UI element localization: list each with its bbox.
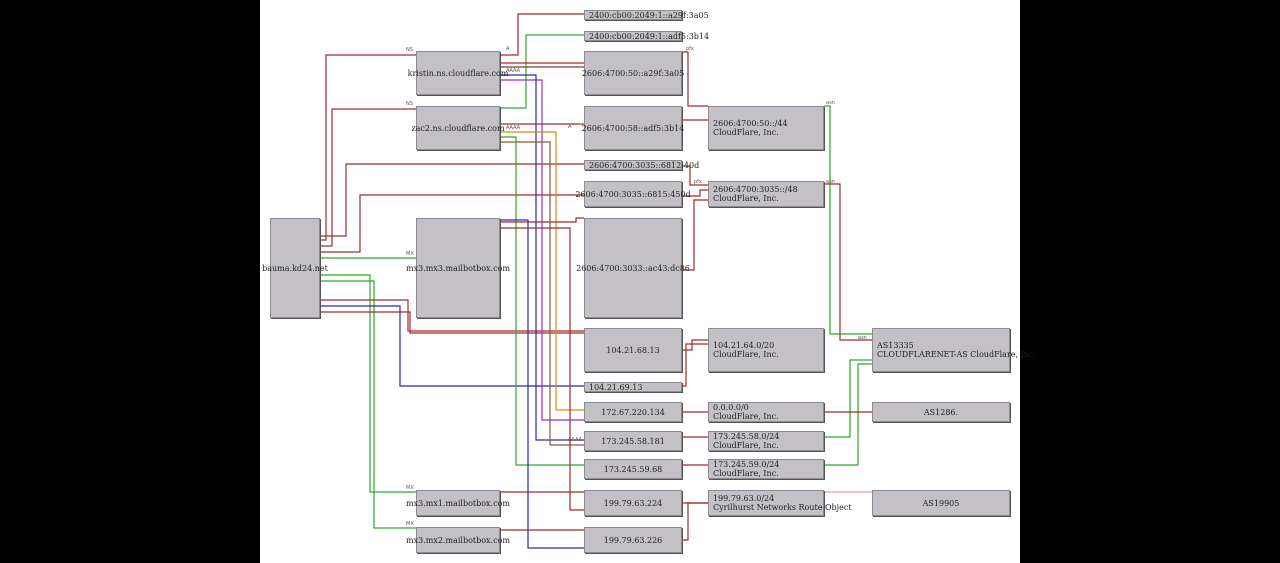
node-pfx-199[interactable]: 199.79.63.0/24 Cyrilhurst Networks Route…: [708, 490, 852, 516]
edge-pfx3035-ascf: [824, 183, 872, 341]
node-ip4-b[interactable]: 104.21.69.13: [584, 382, 682, 392]
edge-domain-ns1: [320, 54, 416, 241]
pfx-17359-owner: CloudFlare, Inc.: [713, 469, 779, 478]
as-cf-name: CLOUDFLARENET-AS CloudFlare, Inc.: [877, 350, 1036, 359]
edge-label-mx3: MX: [406, 251, 414, 257]
edge-mx3-red: [500, 227, 584, 511]
node-ip6-mx[interactable]: 2606:4700:3033::ac43:dc86: [576, 218, 690, 318]
edge-layer: NS NS MX MX MX A AAAA AAAA A AAAA pfx pf…: [320, 13, 872, 549]
edge-label-asn1: asn: [826, 100, 835, 106]
node-as-cloudflare[interactable]: AS13335 CLOUDFLARENET-AS CloudFlare, Inc…: [872, 328, 1036, 372]
edge-label-aaaa2: AAAA: [506, 125, 521, 131]
node-ip4-e[interactable]: 173.245.59.68: [584, 459, 682, 479]
edge-ns2-green: [500, 136, 584, 466]
edge-domain-mx1: [320, 274, 416, 493]
node-mx-mx2[interactable]: mx3.mx2.mailbotbox.com: [406, 527, 510, 553]
pfx-3035-range: 2606:4700:3035::/48: [713, 185, 798, 194]
node-mx-mx1[interactable]: mx3.mx1.mailbotbox.com: [406, 490, 510, 516]
pfx-17358-range: 173.245.58.0/24: [713, 432, 780, 441]
edge-pfx17359-ascf: [824, 363, 872, 466]
as-cf-number: AS13335: [877, 341, 914, 350]
node-ip6-ns2[interactable]: 2606:4700:58::adf5:3b14: [582, 106, 684, 150]
pfx-104-range: 104.21.64.0/20: [713, 341, 775, 350]
node-pfx-3035[interactable]: 2606:4700:3035::/48 CloudFlare, Inc.: [708, 181, 824, 207]
node-ip4-g[interactable]: 199.79.63.226: [584, 527, 682, 553]
edge-domain-mx2: [320, 280, 416, 529]
edge-ip4b-pfx104: [682, 343, 708, 387]
edge-ip6a2-pfx3035: [682, 189, 708, 197]
pfx-17358-owner: CloudFlare, Inc.: [713, 441, 779, 450]
edge-label-pfx1: pfx: [686, 46, 694, 52]
edge-label-asn3: asn: [858, 335, 867, 341]
node-ns2[interactable]: zac2.ns.cloudflare.com: [411, 106, 505, 150]
edge-label-ns2: NS: [406, 101, 413, 107]
node-ip4-f[interactable]: 199.79.63.224: [584, 490, 682, 516]
node-ip6-a1[interactable]: 2606:4700:3035::6812:40d: [584, 160, 699, 170]
edge-ns1-blue: [500, 74, 584, 441]
edge-label-pfx2: pfx: [694, 179, 702, 185]
node-ip4-d[interactable]: 173.245.58.181: [584, 431, 682, 451]
diagram-canvas: NS NS MX MX MX A AAAA AAAA A AAAA pfx pf…: [260, 0, 1036, 563]
pfx-17359-range: 173.245.59.0/24: [713, 460, 780, 469]
edge-domain-ip6a2: [320, 194, 584, 253]
edge-ns2-brown: [500, 141, 584, 446]
pfx-199-range: 199.79.63.0/24: [713, 494, 775, 503]
node-ip6-top1[interactable]: 2400:cb00:2049:1::a29f:3a05: [584, 10, 709, 20]
edge-label-a2: A: [568, 124, 572, 130]
node-as-other[interactable]: AS1286.: [872, 402, 1010, 422]
edge-label-mx1: MX: [406, 485, 414, 491]
edge-ip4a-pfx104: [682, 339, 708, 351]
edge-ip6mx-pfx3035: [682, 199, 708, 271]
pfx-50-range: 2606:4700:50::/44: [713, 119, 788, 128]
node-pfx-104[interactable]: 104.21.64.0/20 CloudFlare, Inc.: [708, 328, 824, 372]
node-pfx-0[interactable]: 0.0.0.0/0 CloudFlare, Inc.: [708, 402, 824, 422]
edge-domain-ip4b: [320, 305, 584, 387]
node-ns1[interactable]: kristin.ns.cloudflare.com: [408, 51, 508, 95]
edge-pfx17358-ascf: [824, 359, 872, 438]
node-ip6-a2[interactable]: 2606:4700:3035::6815:450d: [575, 181, 691, 207]
pfx-0-owner: CloudFlare, Inc.: [713, 412, 779, 421]
edge-label-mx2: MX: [406, 521, 414, 527]
edge-ns1-purple: [500, 79, 584, 421]
node-ip4-c[interactable]: 172.67.220.134: [584, 402, 682, 422]
pfx-104-owner: CloudFlare, Inc.: [713, 350, 779, 359]
node-domain[interactable]: bauma.kd24.net: [262, 218, 328, 318]
node-pfx-50[interactable]: 2606:4700:50::/44 CloudFlare, Inc.: [708, 106, 824, 150]
node-ip4-a[interactable]: 104.21.68.13: [584, 328, 682, 372]
edge-pfx50-ascf: [824, 105, 872, 335]
edge-ip6a1-pfx3035: [682, 165, 708, 186]
node-ip6-top2[interactable]: 2400:cb00:2049:1::adf5:3b14: [584, 31, 709, 41]
edge-label-ns1: NS: [406, 47, 413, 53]
edge-ip4g-pfx199: [682, 502, 708, 541]
edge-mx3-ip6: [500, 217, 584, 223]
edge-label-a1: A: [506, 46, 510, 52]
node-as-199[interactable]: AS19905: [872, 490, 1010, 516]
node-pfx-17358[interactable]: 173.245.58.0/24 CloudFlare, Inc.: [708, 431, 824, 451]
node-ip6-ns1[interactable]: 2606:4700:50::a29f:3a05: [582, 51, 684, 95]
pfx-0-range: 0.0.0.0/0: [713, 403, 749, 412]
edge-label-aaaa3: AAAA: [568, 437, 583, 443]
edge-ip6ns1-pfx50: [682, 51, 708, 107]
edge-domain-red-ip4a: [320, 311, 584, 334]
pfx-199-owner: Cyrilhurst Networks Route Object: [713, 503, 852, 512]
edge-label-asn2: asn: [826, 179, 835, 185]
edge-ns1-ip6top1: [500, 13, 584, 56]
pfx-3035-owner: CloudFlare, Inc.: [713, 194, 779, 203]
edge-domain-ip6a1: [320, 163, 584, 237]
pfx-50-owner: CloudFlare, Inc.: [713, 128, 779, 137]
edge-domain-ip4a: [320, 299, 584, 332]
edge-domain-ns2: [320, 108, 416, 247]
node-pfx-17359[interactable]: 173.245.59.0/24 CloudFlare, Inc.: [708, 459, 824, 479]
node-mx-mx3[interactable]: mx3.mx3.mailbotbox.com: [406, 218, 510, 318]
edge-ns1-ip6top2: [500, 34, 584, 109]
edge-label-aaaa1: AAAA: [506, 68, 521, 74]
edge-mx3-blue: [500, 219, 584, 549]
